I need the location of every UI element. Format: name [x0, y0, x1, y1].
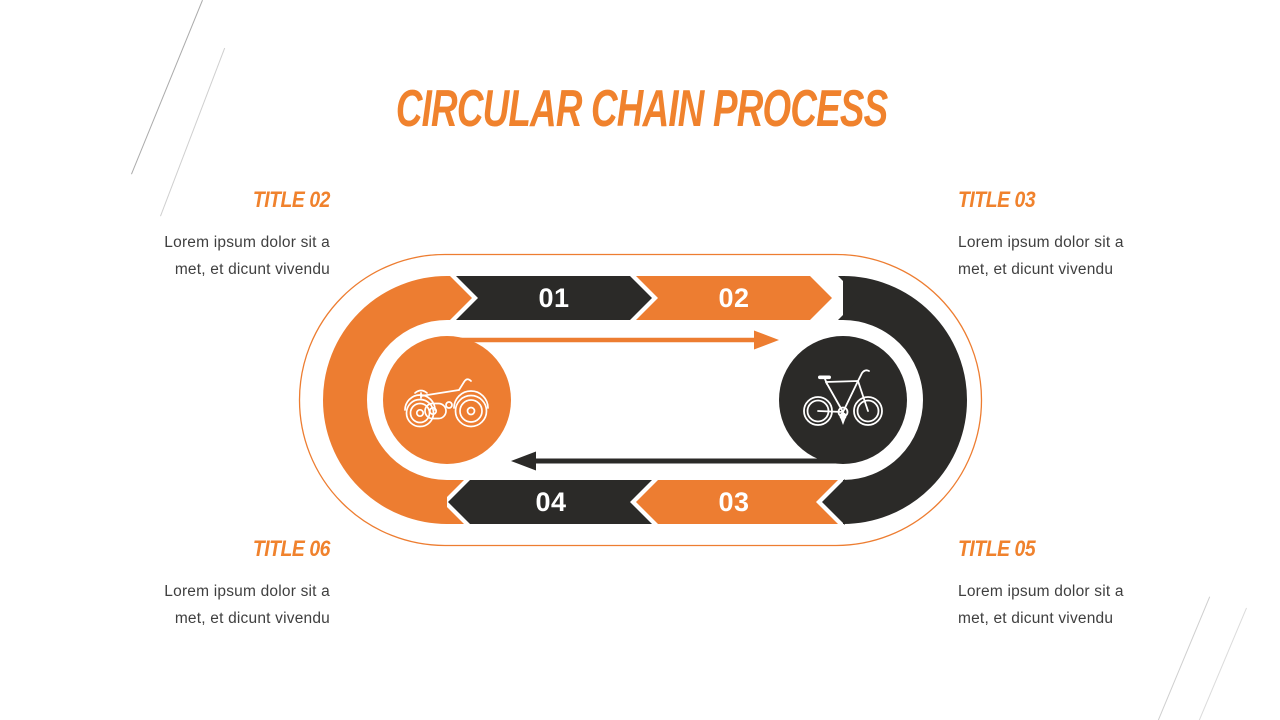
top-band-orange-horn [446, 276, 472, 320]
chevron-step-04 [448, 480, 652, 524]
forward-arrow-icon [447, 330, 779, 350]
callout-label: TITLE 02 [252, 187, 331, 212]
callout-text-line: met, et dicunt vivendu [958, 610, 1114, 627]
callout-label: TITLE 06 [252, 536, 331, 561]
chevron-step-01 [456, 276, 652, 320]
right-hub-circle [779, 336, 907, 464]
bicycle-icon-right [803, 369, 883, 426]
callout-text-line: Lorem ipsum dolor sit a [958, 583, 1124, 600]
callout-text-line: Lorem ipsum dolor sit a [164, 583, 330, 600]
callout-text-line: met, et dicunt vivendu [174, 610, 330, 627]
callout-text-line: met, et dicunt vivendu [958, 261, 1114, 278]
top-band-dark-horn [838, 276, 860, 320]
left-chain-arc [323, 276, 448, 524]
step-04-number: 04 [535, 487, 566, 517]
callout-text-line: Lorem ipsum dolor sit a [164, 234, 330, 251]
bicycle-icon-left [404, 378, 489, 428]
bottom-band-dark-horn [822, 479, 845, 525]
callout-label: TITLE 03 [958, 187, 1036, 212]
page-title: CIRCULAR CHAIN PROCESS [395, 78, 888, 138]
callout-text-line: Lorem ipsum dolor sit a [958, 234, 1124, 251]
callout-top-left: TITLE 02 Lorem ipsum dolor sit a met, et… [60, 188, 330, 283]
capsule-outline [298, 253, 983, 547]
callout-label: TITLE 05 [958, 536, 1036, 561]
return-arrow-icon [511, 451, 843, 471]
process-loop-diagram: 01 02 03 04 [298, 253, 983, 547]
bottom-band-orange-horn [442, 480, 464, 524]
step-01-number: 01 [538, 283, 569, 313]
right-chain-arc [842, 276, 967, 524]
step-03-number: 03 [718, 487, 749, 517]
chevron-step-02 [636, 276, 832, 320]
step-02-number: 02 [718, 283, 749, 313]
chevron-step-03 [636, 480, 838, 524]
callout-bottom-left: TITLE 06 Lorem ipsum dolor sit a met, et… [60, 537, 330, 632]
callout-bottom-right: TITLE 05 Lorem ipsum dolor sit a met, et… [958, 537, 1228, 632]
left-hub-circle [383, 336, 511, 464]
callout-text-line: met, et dicunt vivendu [174, 261, 330, 278]
callout-top-right: TITLE 03 Lorem ipsum dolor sit a met, et… [958, 188, 1228, 283]
